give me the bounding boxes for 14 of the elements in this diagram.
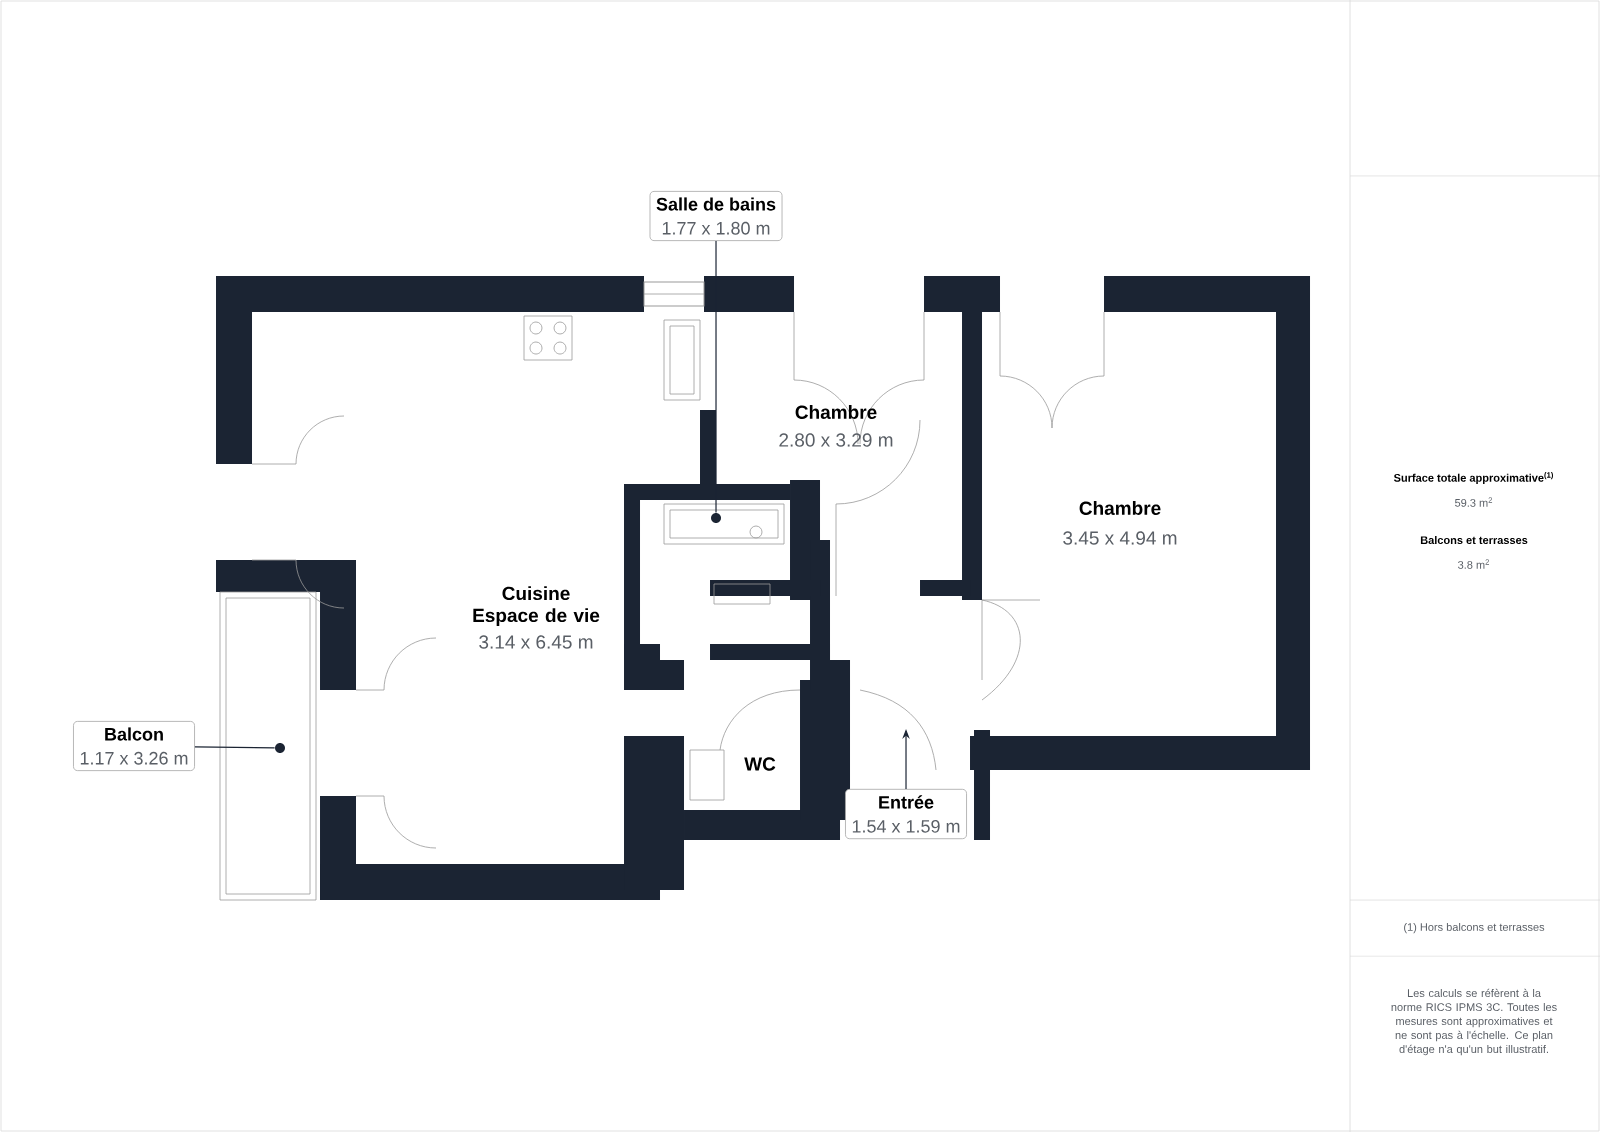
room-name: Cuisine Espace de vie [473,586,600,626]
room-name: Chambre [1079,501,1161,515]
room-name: WC [744,757,776,771]
room-dimensions: 2.80 x 3.29 m [779,433,893,447]
callout-box: Balcon 1.17 x 3.26 m [73,721,195,771]
leader-line [194,746,276,749]
room-marker [711,513,721,523]
room-dimensions: 3.14 x 6.45 m [479,635,593,649]
room-name: Chambre [795,405,877,419]
leader-line [715,240,717,514]
room-dimensions: 3.45 x 4.94 m [1063,531,1177,545]
callout-box: Salle de bains 1.77 x 1.80 m [649,191,783,241]
room-marker [275,743,285,753]
callout-box: Entrée 1.54 x 1.59 m [845,788,967,840]
